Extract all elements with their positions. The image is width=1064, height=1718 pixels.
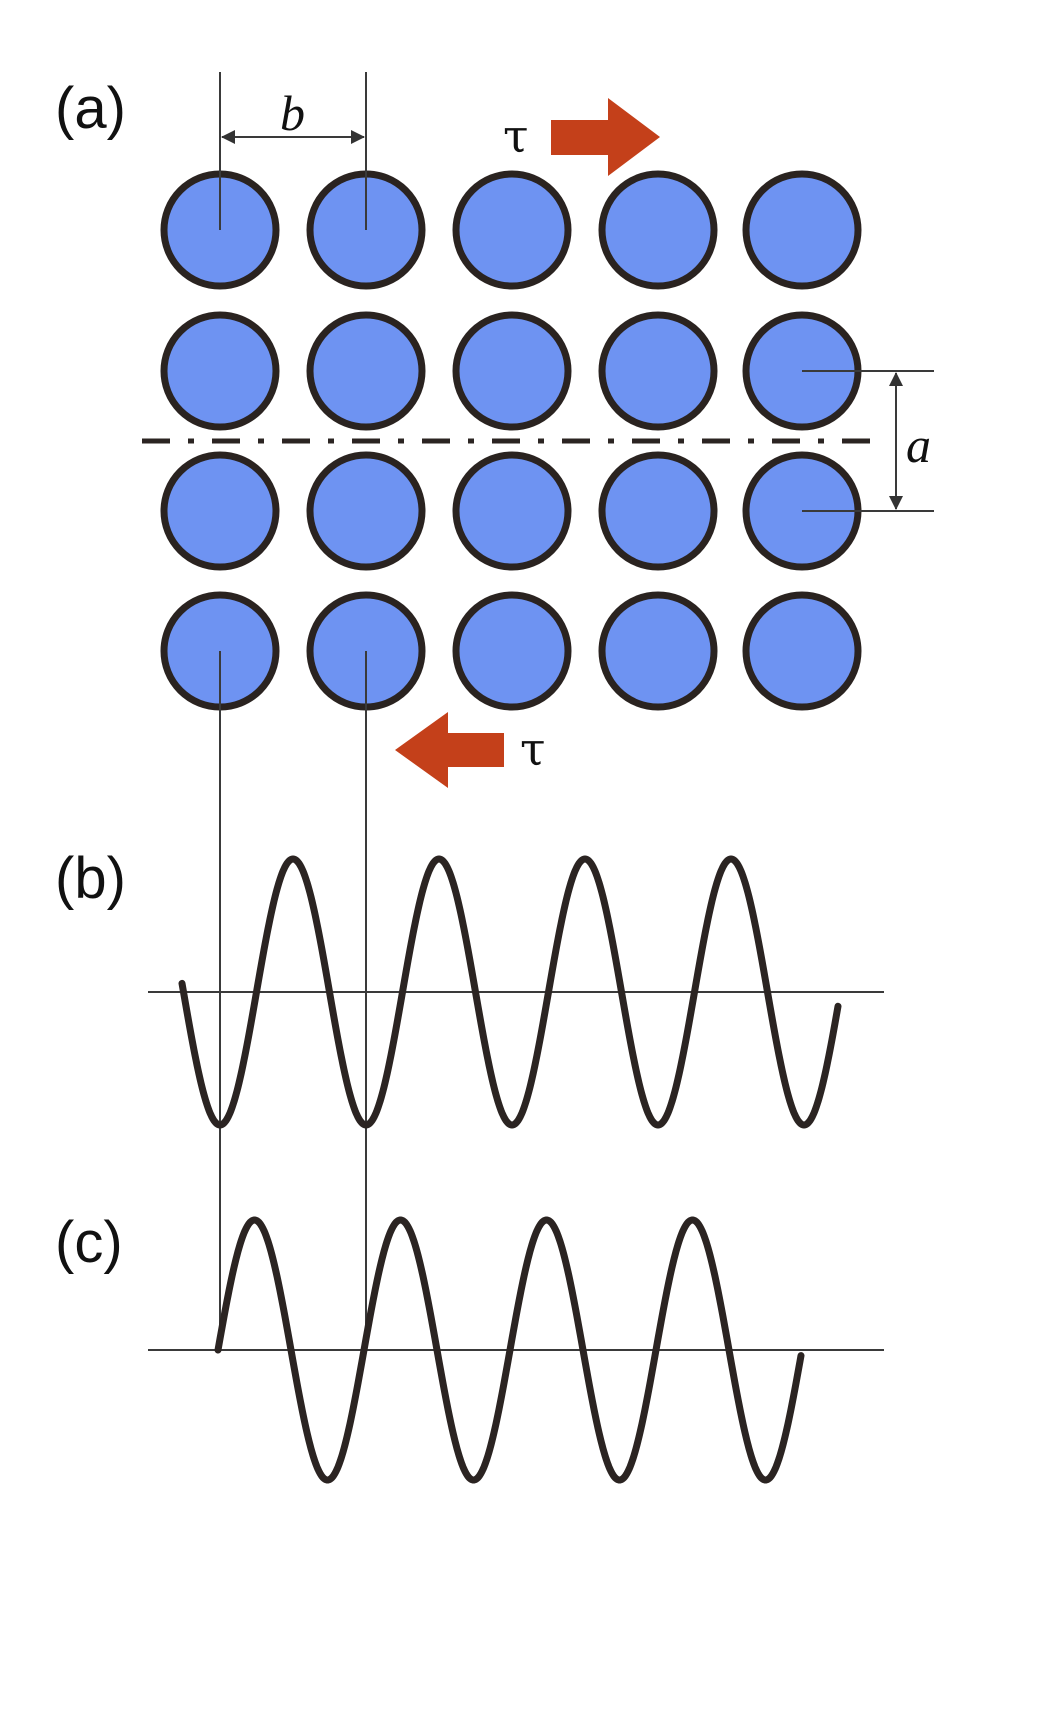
panel-label-b: (b) bbox=[55, 846, 126, 911]
atom-r3-c4 bbox=[598, 451, 718, 571]
panel-label-a: (a) bbox=[55, 76, 126, 141]
shear-arrow-left-icon bbox=[395, 712, 504, 788]
shear-arrow-right-icon bbox=[551, 98, 660, 176]
atom-lattice bbox=[160, 170, 862, 711]
atom-r3-c3 bbox=[452, 451, 572, 571]
atom-r2-c3 bbox=[452, 311, 572, 431]
tau-label-bottom: τ bbox=[520, 722, 545, 776]
tau-label-top: τ bbox=[503, 109, 528, 163]
curve-c-wave bbox=[214, 1216, 805, 1484]
atom-r2-c4 bbox=[598, 311, 718, 431]
atom-r4-c4 bbox=[598, 591, 718, 711]
dimension-a-label: a bbox=[906, 417, 931, 473]
atom-r1-c4 bbox=[598, 170, 718, 290]
atom-r4-c5 bbox=[742, 591, 862, 711]
atom-r1-c5 bbox=[742, 170, 862, 290]
atom-r3-c1 bbox=[160, 451, 280, 571]
atom-r1-c3 bbox=[452, 170, 572, 290]
panel-label-c: (c) bbox=[55, 1210, 123, 1275]
atom-r2-c1 bbox=[160, 311, 280, 431]
atom-r3-c2 bbox=[306, 451, 426, 571]
curve-b-wave bbox=[178, 855, 842, 1129]
atom-r4-c3 bbox=[452, 591, 572, 711]
dimension-b-label: b bbox=[280, 85, 305, 141]
atom-r2-c2 bbox=[306, 311, 426, 431]
